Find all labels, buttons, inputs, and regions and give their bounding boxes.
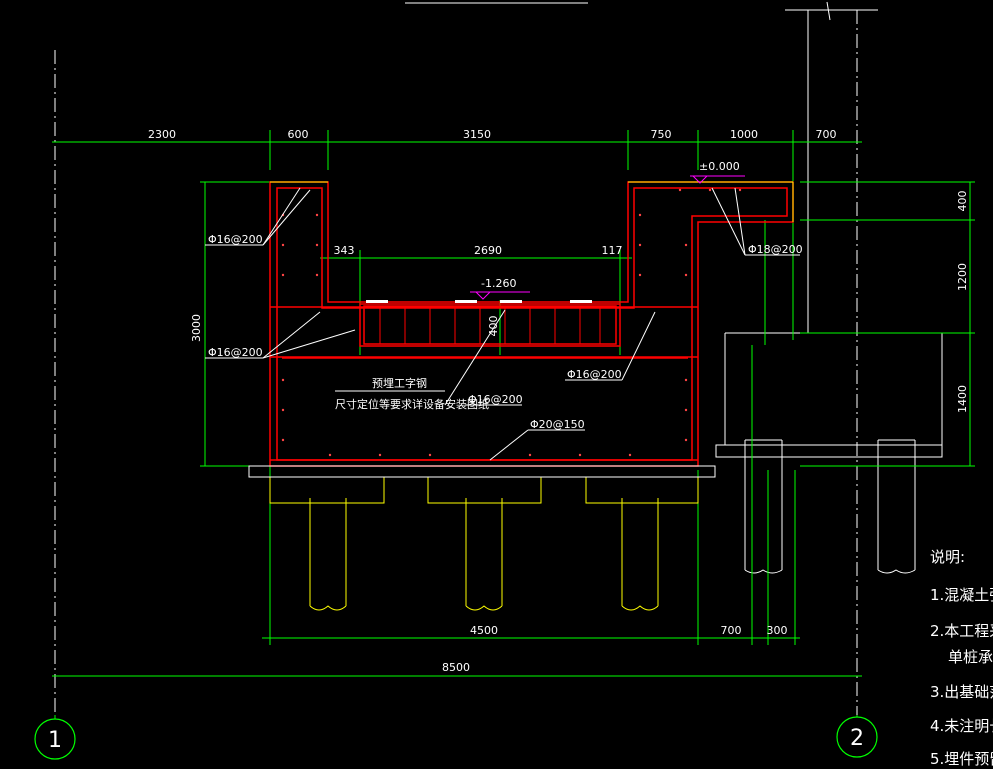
dim-top-1: 600 (288, 128, 309, 141)
note-item-4: 4.未注明长度 (930, 717, 993, 735)
rebar-label-0: Φ16@200 (208, 233, 263, 246)
elevation-triangle-pit (474, 291, 492, 300)
section-outline-yellow (270, 181, 794, 222)
note-item-5: 5.埋件预留预 (930, 750, 993, 768)
dim-top-0: 2300 (148, 128, 176, 141)
dim-bottom-0: 4500 (470, 624, 498, 637)
dim-right-0: 400 (956, 191, 969, 212)
notes-block: 说明: 1.混凝土强度 2.本工程采用 单桩承载 3.出基础范围 4.未注明长度… (930, 548, 993, 768)
rebar-label-4: Φ16@200 (567, 368, 622, 381)
dim-inner-2: 117 (602, 244, 623, 257)
dim-top-5: 700 (816, 128, 837, 141)
dim-inner-1: 2690 (474, 244, 502, 257)
rebar-label-3: Φ18@200 (748, 243, 803, 256)
leader-lines (205, 187, 800, 461)
dim-left-height: 3000 (190, 314, 203, 342)
elevation-pit: -1.260 (481, 277, 516, 290)
note-item-1: 2.本工程采用 (930, 622, 993, 640)
dim-right-2: 1400 (956, 385, 969, 413)
embedded-i-beam (379, 306, 601, 344)
rebar-label-5: Φ20@150 (530, 418, 585, 431)
i-beam-plates (366, 300, 592, 303)
dim-top-2: 3150 (463, 128, 491, 141)
note-item-0: 1.混凝土强度 (930, 586, 993, 604)
dim-total: 8500 (442, 661, 470, 674)
notes-title: 说明: (930, 548, 965, 566)
axis-bubble-2: 2 (836, 716, 878, 758)
dim-bottom-1: 700 (721, 624, 742, 637)
elevation-top: ±0.000 (699, 160, 740, 173)
note-item-3: 3.出基础范围 (930, 683, 993, 701)
axis-label-1: 1 (48, 728, 62, 753)
bottom-dimension-texts: 4500 700 300 (470, 624, 788, 637)
dim-inner-0: 343 (334, 244, 355, 257)
elevation-marks (470, 175, 745, 300)
embed-note-line-2: 尺寸定位等要求详设备安装图纸 (335, 397, 489, 411)
dim-top-3: 750 (651, 128, 672, 141)
existing-column (715, 1, 943, 574)
dim-top-4: 1000 (730, 128, 758, 141)
rebar-label-1: Φ16@200 (208, 346, 263, 359)
dim-pit-depth: 400 (487, 316, 500, 337)
right-dimension-texts: 400 1200 1400 (956, 191, 969, 414)
dim-right-1: 1200 (956, 263, 969, 291)
rebar-label-2: Φ16@200 (468, 393, 523, 406)
inner-dimension-texts: 343 2690 117 (334, 244, 623, 257)
embed-note-line-1: 预埋工字钢 (372, 376, 427, 390)
pile-cap-and-piles (269, 476, 699, 611)
axis-bubble-1: 1 (34, 718, 76, 760)
rebar-dots (281, 188, 742, 457)
axis-label-2: 2 (850, 726, 864, 751)
cushion-layer (248, 465, 716, 478)
note-item-2: 单桩承载 (948, 648, 993, 666)
top-dimension-texts: 2300 600 3150 750 1000 700 (148, 128, 837, 141)
dim-bottom-2: 300 (767, 624, 788, 637)
